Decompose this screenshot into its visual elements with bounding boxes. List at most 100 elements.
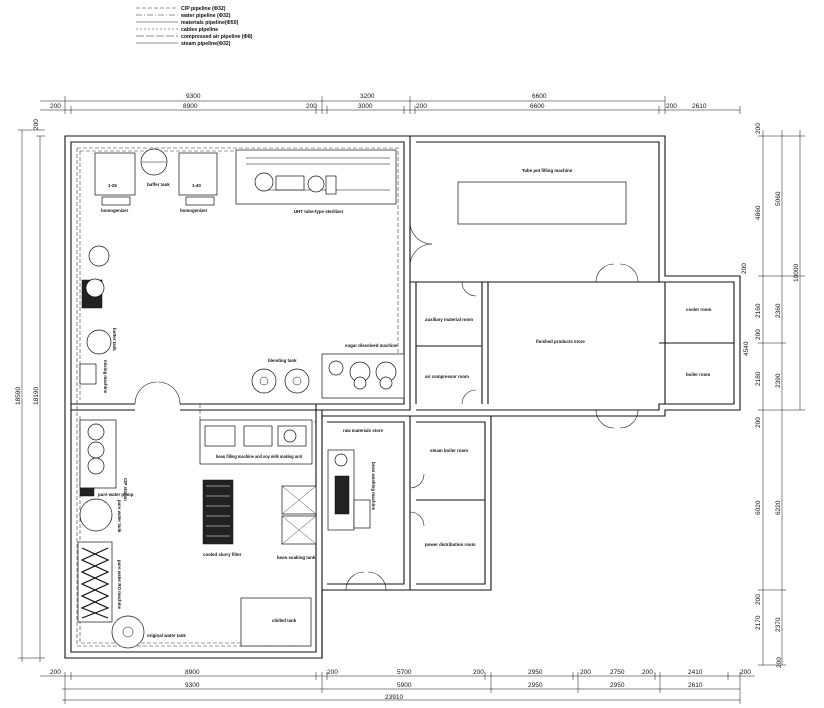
dim-top2-8900: 8900 xyxy=(183,103,198,110)
dim-top-6600: 6600 xyxy=(532,93,547,100)
dim-top-3200: 3200 xyxy=(360,93,375,100)
left-dimensions xyxy=(18,129,45,662)
chilled-tank xyxy=(240,597,312,647)
dim-bot-200e: 200 xyxy=(642,669,653,676)
label-chilled-tank: chilled tank xyxy=(272,618,297,623)
dim-left-18190: 18190 xyxy=(33,387,40,405)
dim-top2-3000: 3000 xyxy=(358,103,373,110)
dim-bot-2950: 2950 xyxy=(528,669,543,676)
original-water-tank xyxy=(111,615,145,649)
dim-top2-200b: 200 xyxy=(306,103,317,110)
label-cooler-room: cooler room xyxy=(686,307,711,312)
label-pure-water-tank: pure water tank xyxy=(117,500,122,533)
label-sugar-machine: sugar dissolved machine xyxy=(345,343,398,348)
dim-top2-200a: 200 xyxy=(50,103,61,110)
label-power-room: power distribution room xyxy=(425,542,476,547)
tube-pot-filling-machine xyxy=(457,181,627,225)
label-bean-filling-line1: bean filling machine and soy milk making… xyxy=(216,454,302,459)
dim-top2-6600: 6600 xyxy=(530,103,545,110)
label-butter-tank: butter tank xyxy=(112,328,117,351)
label-homogenizer-1: homogenizer xyxy=(101,208,129,213)
label-original-tank: original water tank xyxy=(147,633,186,638)
label-pure-water-pump: pure water pump xyxy=(98,492,134,497)
label-raw-material-store: raw materials store xyxy=(343,428,384,433)
dim-left-18590: 18590 xyxy=(15,387,22,405)
bottom-dimensions xyxy=(40,672,755,704)
legend-water: water pipeline (Φ32) xyxy=(180,13,231,19)
dim-right-200a: 200 xyxy=(755,123,762,134)
legend-steam: steam pipeline(Φ32) xyxy=(181,41,231,47)
legend-cables: cables pipeline xyxy=(181,27,218,33)
dim-top-9300: 9300 xyxy=(186,93,201,100)
label-finished-store: finished products store xyxy=(536,339,585,344)
label-tank-1-40: 1-40 xyxy=(192,183,201,188)
label-uht: UHT tube-type sterilizer xyxy=(294,209,344,214)
dim-right-4540: 4540 xyxy=(743,341,750,356)
dim-right-6020: 6020 xyxy=(755,500,762,515)
dim-bot-5700: 5700 xyxy=(397,669,412,676)
legend-materials: materials pipeline(Φ50) xyxy=(181,20,239,26)
dim-right-2160: 2160 xyxy=(755,303,762,318)
right-dimensions xyxy=(758,130,805,666)
dim-bot2-2950b: 2950 xyxy=(610,682,625,689)
doors xyxy=(134,221,639,591)
dim-left-200: 200 xyxy=(33,119,40,130)
dim-right-200e: 200 xyxy=(755,594,762,605)
dim-right-2370: 2370 xyxy=(775,617,782,632)
dim-bot-200d: 200 xyxy=(580,669,591,676)
dim-bot-2750: 2750 xyxy=(610,669,625,676)
label-bean-soaking: bean soaking tank xyxy=(277,555,316,560)
label-auxiliary-room: auxiliary material room xyxy=(425,317,473,322)
dim-right-200b: 200 xyxy=(741,263,748,274)
tank-1-40 xyxy=(178,152,218,196)
label-cooled-filter: cooled slurry filter xyxy=(203,552,242,557)
top-dimensions xyxy=(40,96,741,114)
legend-cip: CIP pipeline (Φ32) xyxy=(181,6,226,12)
cooled-slurry-filter xyxy=(202,479,234,545)
homogenizer-round xyxy=(88,245,110,267)
dim-right-2390: 2390 xyxy=(775,373,782,388)
equipment-upper-left xyxy=(79,148,405,399)
dim-right-5060: 5060 xyxy=(775,191,782,206)
pipeline-legend: CIP pipeline (Φ32) water pipeline (Φ32) … xyxy=(136,6,253,47)
dim-right-4860: 4860 xyxy=(755,205,762,220)
dim-bot-8900: 8900 xyxy=(185,669,200,676)
dim-bot2-2610: 2610 xyxy=(688,682,703,689)
label-cip-station: CIP station xyxy=(123,478,128,501)
label-mixing-machine: mixing machine xyxy=(103,360,108,394)
label-boiler-room: boiler room xyxy=(686,372,710,377)
dim-right-200d: 200 xyxy=(755,417,762,428)
dim-top2-200d: 200 xyxy=(666,103,677,110)
label-bean-washing: bean washing machine xyxy=(371,462,376,511)
dim-bot-2410: 2410 xyxy=(688,669,703,676)
label-steam-boiler-room: steam boiler room xyxy=(430,448,468,453)
label-tube-filler: Tube pot filling machine xyxy=(522,168,573,173)
legend-compressed-air: compressed air pipeline (Φ8) xyxy=(181,34,253,40)
dim-bot-200a: 200 xyxy=(50,669,61,676)
label-blending-tank: blending tank xyxy=(268,358,297,363)
tank-1-25 xyxy=(94,152,136,196)
dim-right-10000: 10000 xyxy=(793,264,800,282)
dim-right-200c: 200 xyxy=(755,329,762,340)
pure-water-tank xyxy=(79,498,113,532)
dim-bot2-2950a: 2950 xyxy=(528,682,543,689)
dim-bot-200b: 200 xyxy=(327,669,338,676)
label-tank-1-25: 1-25 xyxy=(108,183,117,188)
equipment-lower-left xyxy=(77,419,371,649)
dim-bot2-5900: 5900 xyxy=(397,682,412,689)
label-homogenizer-2: homogenizer xyxy=(180,208,208,213)
label-air-compressor-room: air compressor room xyxy=(425,374,469,379)
blending-tank-2 xyxy=(284,368,310,394)
dim-bot-200f: 200 xyxy=(740,669,751,676)
dim-right-200f: 200 xyxy=(776,657,783,668)
dim-top2-200c: 200 xyxy=(416,103,427,110)
dim-right-2170: 2170 xyxy=(755,615,762,630)
dim-bot2-9300: 9300 xyxy=(185,682,200,689)
label-buffer-tank: buffer tank xyxy=(147,182,170,187)
dim-right-2180: 2180 xyxy=(755,371,762,386)
dim-bot-200c: 200 xyxy=(473,669,484,676)
label-ro-machine: pure water RO machine xyxy=(117,560,122,610)
dim-top2-2610: 2610 xyxy=(692,103,707,110)
dim-right-2360: 2360 xyxy=(775,303,782,318)
